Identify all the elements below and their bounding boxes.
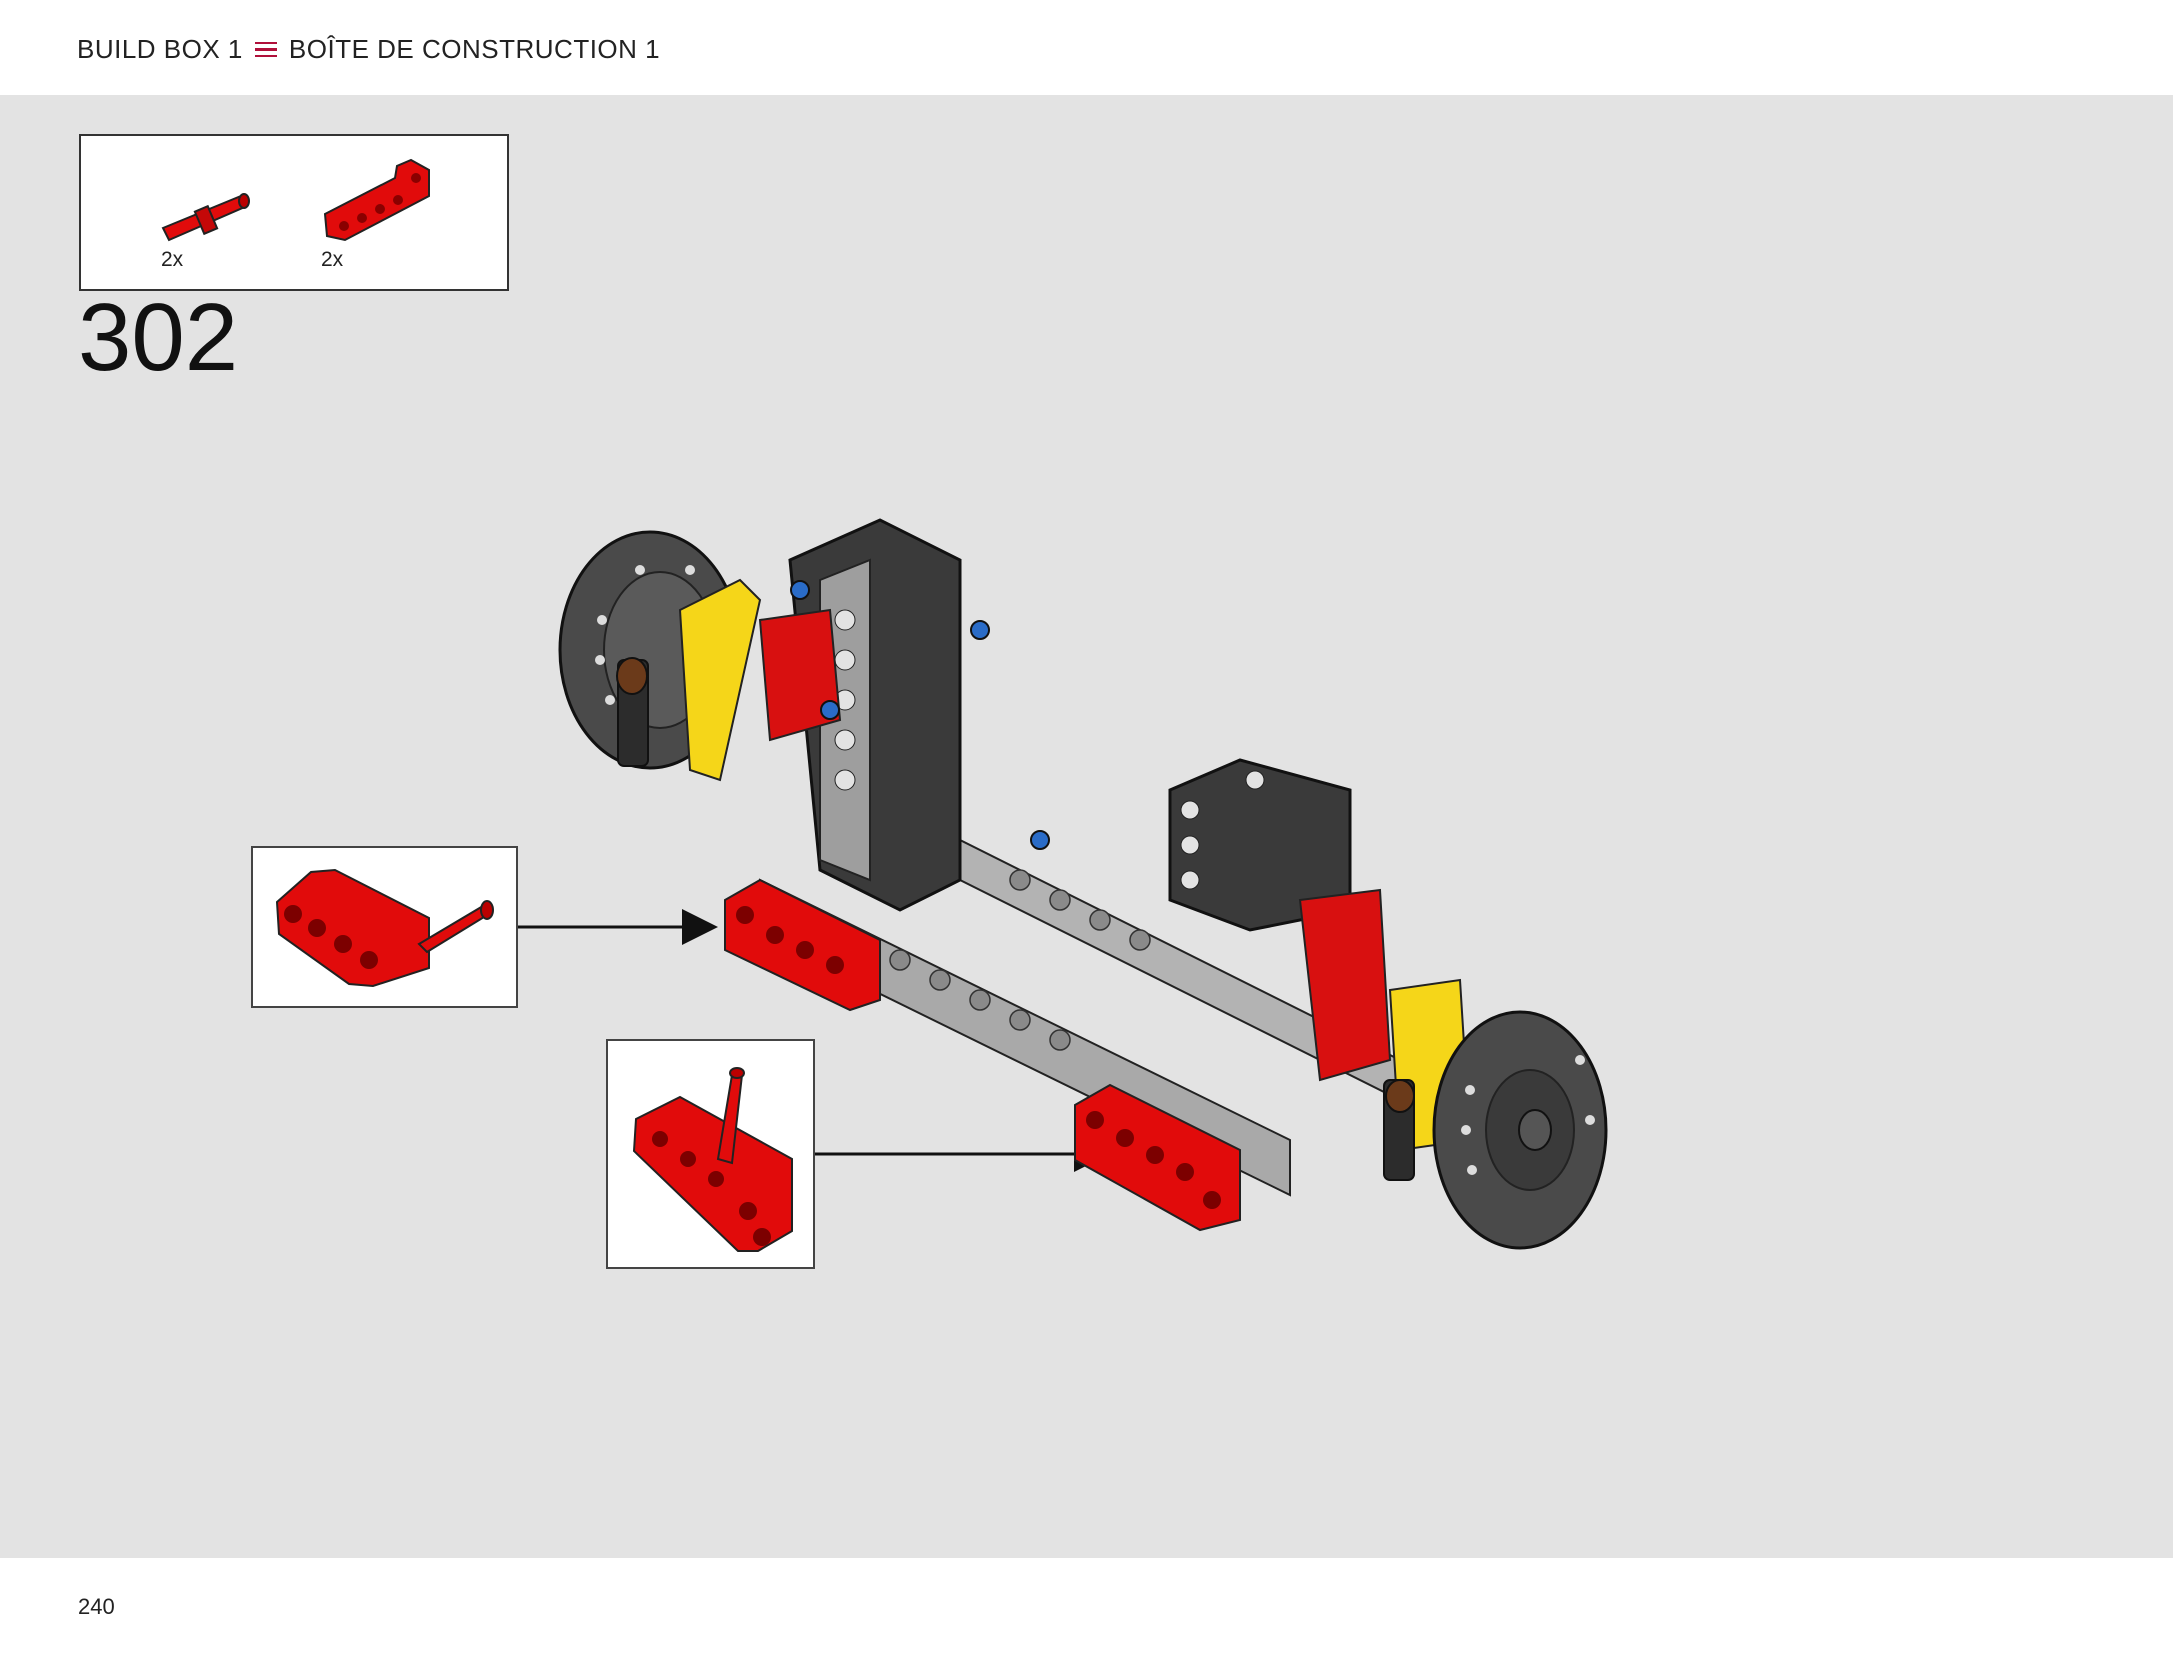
red-beam-front-left — [724, 878, 881, 1012]
blue-pin — [970, 620, 990, 640]
left-yellow-arm — [678, 578, 762, 782]
callout-left-illustration — [275, 868, 494, 988]
parts-list-box: 2x 2x — [79, 134, 509, 291]
step-number: 302 — [78, 284, 239, 391]
blue-pin — [1030, 830, 1050, 850]
right-red-spring — [1298, 888, 1392, 1082]
part-quantity-2: 2x — [321, 248, 344, 271]
left-brown-pin — [616, 657, 648, 695]
red-beam-front-right — [1074, 1083, 1241, 1232]
header-title-fr: BOÎTE DE CONSTRUCTION 1 — [288, 34, 661, 64]
parts-list-illustration — [161, 158, 430, 242]
red-bent-beam-icon — [323, 158, 430, 242]
page-footer — [0, 1558, 2173, 1654]
right-brown-pin — [1385, 1079, 1415, 1113]
page-number: 240 — [78, 1594, 115, 1619]
instruction-canvas — [0, 95, 2173, 1558]
header-title: BUILD BOX 1 BOÎTE DE CONSTRUCTION 1 — [77, 34, 660, 65]
left-red-spring — [758, 608, 842, 742]
menu-icon — [254, 41, 277, 58]
callout-bottom-illustration — [632, 1067, 793, 1252]
blue-pin — [790, 580, 810, 600]
left-suspension-tower — [788, 518, 962, 912]
callout-box-bottom — [606, 1039, 815, 1269]
callout-box-left — [251, 846, 518, 1008]
red-axle-pin-icon — [161, 193, 250, 242]
part-quantity-1: 2x — [161, 248, 184, 271]
right-brake-disc — [1432, 1010, 1608, 1250]
blue-pin — [820, 700, 840, 720]
page-header: BUILD BOX 1 BOÎTE DE CONSTRUCTION 1 — [0, 0, 2173, 95]
header-title-en: BUILD BOX 1 — [77, 34, 243, 64]
